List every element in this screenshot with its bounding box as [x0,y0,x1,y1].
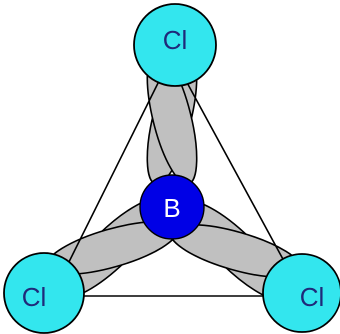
triangle-edge [51,54,173,297]
triangle-outline [51,54,304,297]
b-atom-sphere [139,174,205,240]
cl-atom-sphere [262,253,340,333]
cl-atom-bottom-left: Cl [3,252,85,334]
cl-atom-sphere [133,3,217,87]
triangle-edge [171,54,304,297]
cl-atom-sphere [3,252,85,334]
b-atom-label: B [163,193,180,223]
cl-atom-label: Cl [163,25,188,55]
cl-atom-top: Cl [133,3,217,87]
cl-atom-label: Cl [22,282,47,312]
cl-atom-bottom-right: Cl [262,253,340,333]
cl-atom-label: Cl [300,282,325,312]
b-atom-center: B [139,174,205,240]
